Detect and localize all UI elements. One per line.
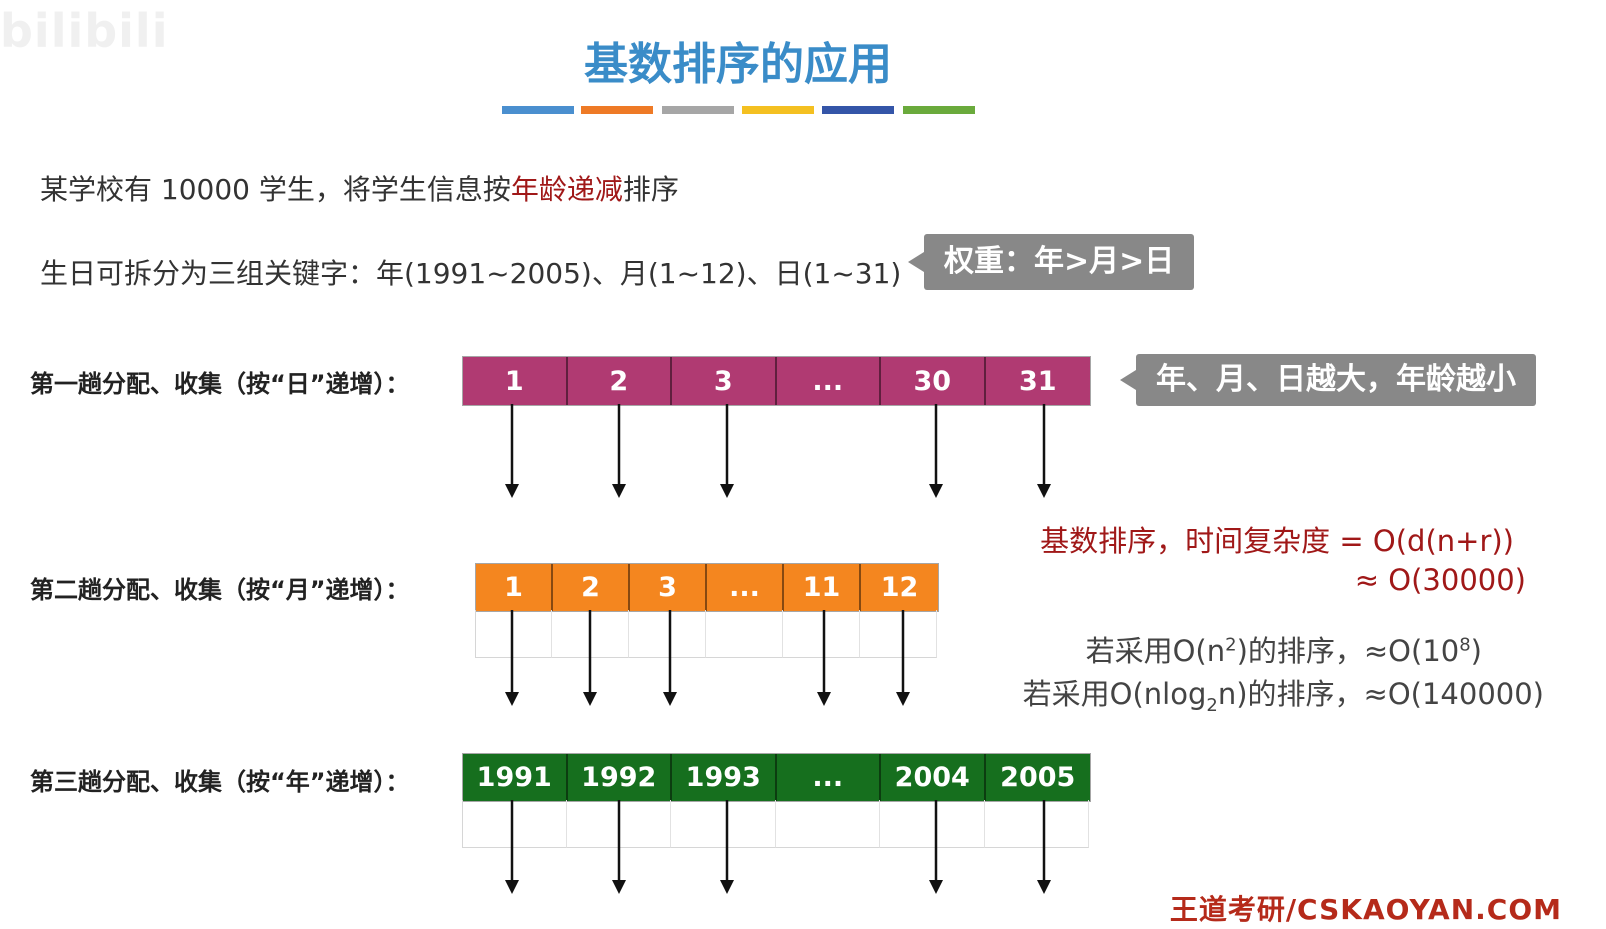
alt2-sub: 2	[1206, 694, 1218, 716]
bucket-slot	[860, 610, 937, 658]
age-callout: 年、月、日越大，年龄越小	[1120, 354, 1536, 406]
bucket-slot	[475, 610, 552, 658]
arrow-head	[896, 692, 910, 706]
pass-3-label: 第三趟分配、收集（按“年”递增）：	[30, 768, 410, 796]
bucket-cell: 2	[553, 564, 630, 611]
intro-highlight: 年龄递减	[510, 173, 623, 206]
alt1-sup: 2	[1225, 634, 1237, 656]
footer-brand: 王道考研/CSKAOYAN.COM	[1169, 893, 1562, 926]
alt1-end: )	[1470, 634, 1482, 668]
pass-1-buckets: 1 2 3 ... 30 31	[462, 356, 1091, 406]
bucket-slot	[880, 800, 985, 848]
complexity-line-2: ≈ O(30000)	[1354, 563, 1526, 597]
arrow-head	[929, 484, 943, 498]
bucket-cell: 3	[630, 564, 707, 611]
alt1-mid: )的排序，≈O(10	[1236, 634, 1460, 668]
arrow-head	[505, 484, 519, 498]
arrow-head	[817, 692, 831, 706]
alt2-pre: 若采用O(nlog	[1022, 677, 1207, 711]
bucket-slot	[775, 800, 880, 848]
alt2-end: n)的排序，≈O(140000)	[1217, 677, 1544, 711]
bucket-cell: 2004	[881, 754, 986, 801]
alternative-nlogn: 若采用O(nlog2n)的排序，≈O(140000)	[1023, 671, 1544, 716]
arrow-head	[663, 692, 677, 706]
bucket-slot	[783, 610, 860, 658]
arrow-head	[505, 692, 519, 706]
deco-bar-yellow	[742, 106, 814, 114]
intro-text: 某学校有 10000 学生，将学生信息按年龄递减排序	[40, 168, 679, 208]
deco-bar-navy	[822, 106, 894, 114]
bucket-cell: 11	[784, 564, 861, 611]
complexity-line-1: 基数排序，时间复杂度 = O(d(n+r))	[1040, 524, 1514, 558]
arrow-head	[583, 692, 597, 706]
age-callout-text: 年、月、日越大，年龄越小	[1156, 362, 1516, 397]
bucket-cell: 1991	[463, 754, 568, 801]
arrow-head	[720, 880, 734, 894]
bucket-cell: 12	[861, 564, 938, 611]
arrow-head	[1037, 880, 1051, 894]
pass-2-buckets: 1 2 3 ... 11 12	[475, 563, 939, 612]
alternative-n-squared: 若采用O(n2)的排序，≈O(108)	[1086, 628, 1482, 670]
callout-pointer	[1120, 370, 1136, 390]
deco-bar-blue	[502, 106, 574, 114]
bucket-cell: ...	[707, 564, 784, 611]
intro-prefix: 某学校有 10000 学生，将学生信息按	[40, 173, 511, 206]
page-title: 基数排序的应用	[584, 39, 892, 90]
bucket-cell: 1993	[672, 754, 777, 801]
deco-bar-orange	[581, 106, 653, 114]
bucket-slot	[462, 800, 567, 848]
bucket-cell: 1	[476, 564, 553, 611]
alt1-pre: 若采用O(n	[1085, 634, 1226, 668]
birthday-keys-text: 生日可拆分为三组关键字：年(1991~2005)、月(1~12)、日(1~31)	[40, 257, 902, 290]
pass-1-label: 第一趟分配、收集（按“日”递增）：	[30, 370, 410, 398]
bucket-slot	[984, 800, 1089, 848]
deco-bar-gray	[662, 106, 734, 114]
bucket-cell: ...	[776, 357, 881, 405]
weight-callout: 权重：年>月>日	[908, 234, 1195, 290]
alt1-sup2: 8	[1459, 634, 1471, 656]
arrow-head	[612, 484, 626, 498]
bucket-cell: 2005	[985, 754, 1090, 801]
bucket-slot	[671, 800, 776, 848]
bucket-slot	[706, 610, 783, 658]
arrow-head	[1037, 484, 1051, 498]
intro-suffix: 排序	[622, 173, 679, 206]
bucket-cell: 31	[985, 357, 1090, 405]
deco-bar-green	[903, 106, 975, 114]
bucket-cell: 2	[567, 357, 672, 405]
pass-3-buckets: 1991 1992 1993 ... 2004 2005	[462, 753, 1091, 802]
bucket-cell: 1992	[567, 754, 672, 801]
arrow-head	[720, 484, 734, 498]
bucket-cell: ...	[776, 754, 881, 801]
watermark: bilibili	[0, 4, 169, 58]
bucket-cell: 30	[881, 357, 986, 405]
arrow-head	[929, 880, 943, 894]
bucket-slot	[629, 610, 706, 658]
bucket-cell: 1	[463, 357, 568, 405]
pass-2-label: 第二趟分配、收集（按“月”递增）：	[30, 576, 410, 604]
arrow-head	[505, 880, 519, 894]
bucket-cell: 3	[672, 357, 777, 405]
callout-pointer	[908, 252, 924, 272]
arrow-head	[612, 880, 626, 894]
weight-callout-text: 权重：年>月>日	[944, 244, 1175, 279]
